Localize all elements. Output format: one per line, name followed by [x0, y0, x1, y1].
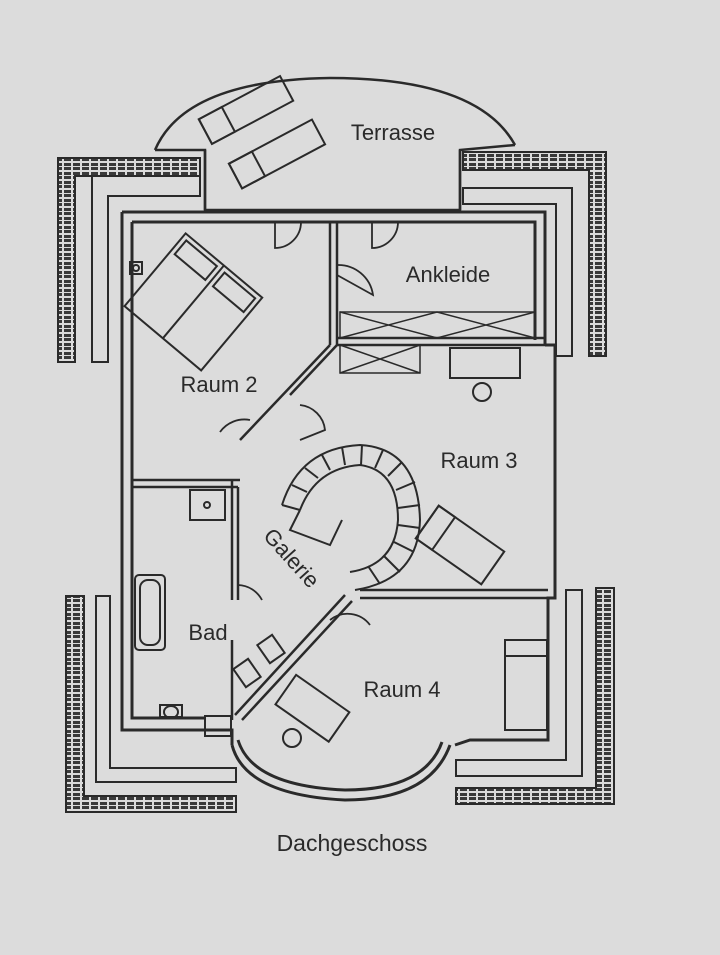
roof-edge-bottom-left — [65, 595, 237, 813]
label-raum3: Raum 3 — [440, 448, 517, 473]
door-swings — [219, 221, 399, 626]
desk-raum3 — [449, 347, 521, 402]
label-raum2: Raum 2 — [180, 372, 257, 397]
wardrobe — [339, 311, 536, 374]
spiral-staircase — [281, 443, 422, 591]
label-ankleide: Ankleide — [406, 262, 490, 287]
label-raum4: Raum 4 — [363, 677, 440, 702]
toilet — [159, 704, 232, 737]
bathtub — [134, 574, 166, 651]
bed-raum4 — [504, 639, 548, 731]
sun-lounger-2 — [227, 118, 327, 190]
sun-lounger-1 — [197, 74, 295, 146]
shower — [189, 489, 226, 521]
washbasins — [231, 633, 287, 689]
plan-caption: Dachgeschoss — [277, 830, 428, 856]
desk-raum4 — [274, 673, 351, 748]
bed-raum3 — [414, 504, 506, 586]
double-bed — [123, 231, 264, 372]
roof-edge-top-left — [57, 157, 201, 363]
terrace — [153, 76, 517, 212]
label-terrasse: Terrasse — [351, 120, 435, 145]
label-bad: Bad — [188, 620, 227, 645]
roof-edge-bottom-right — [455, 587, 615, 805]
